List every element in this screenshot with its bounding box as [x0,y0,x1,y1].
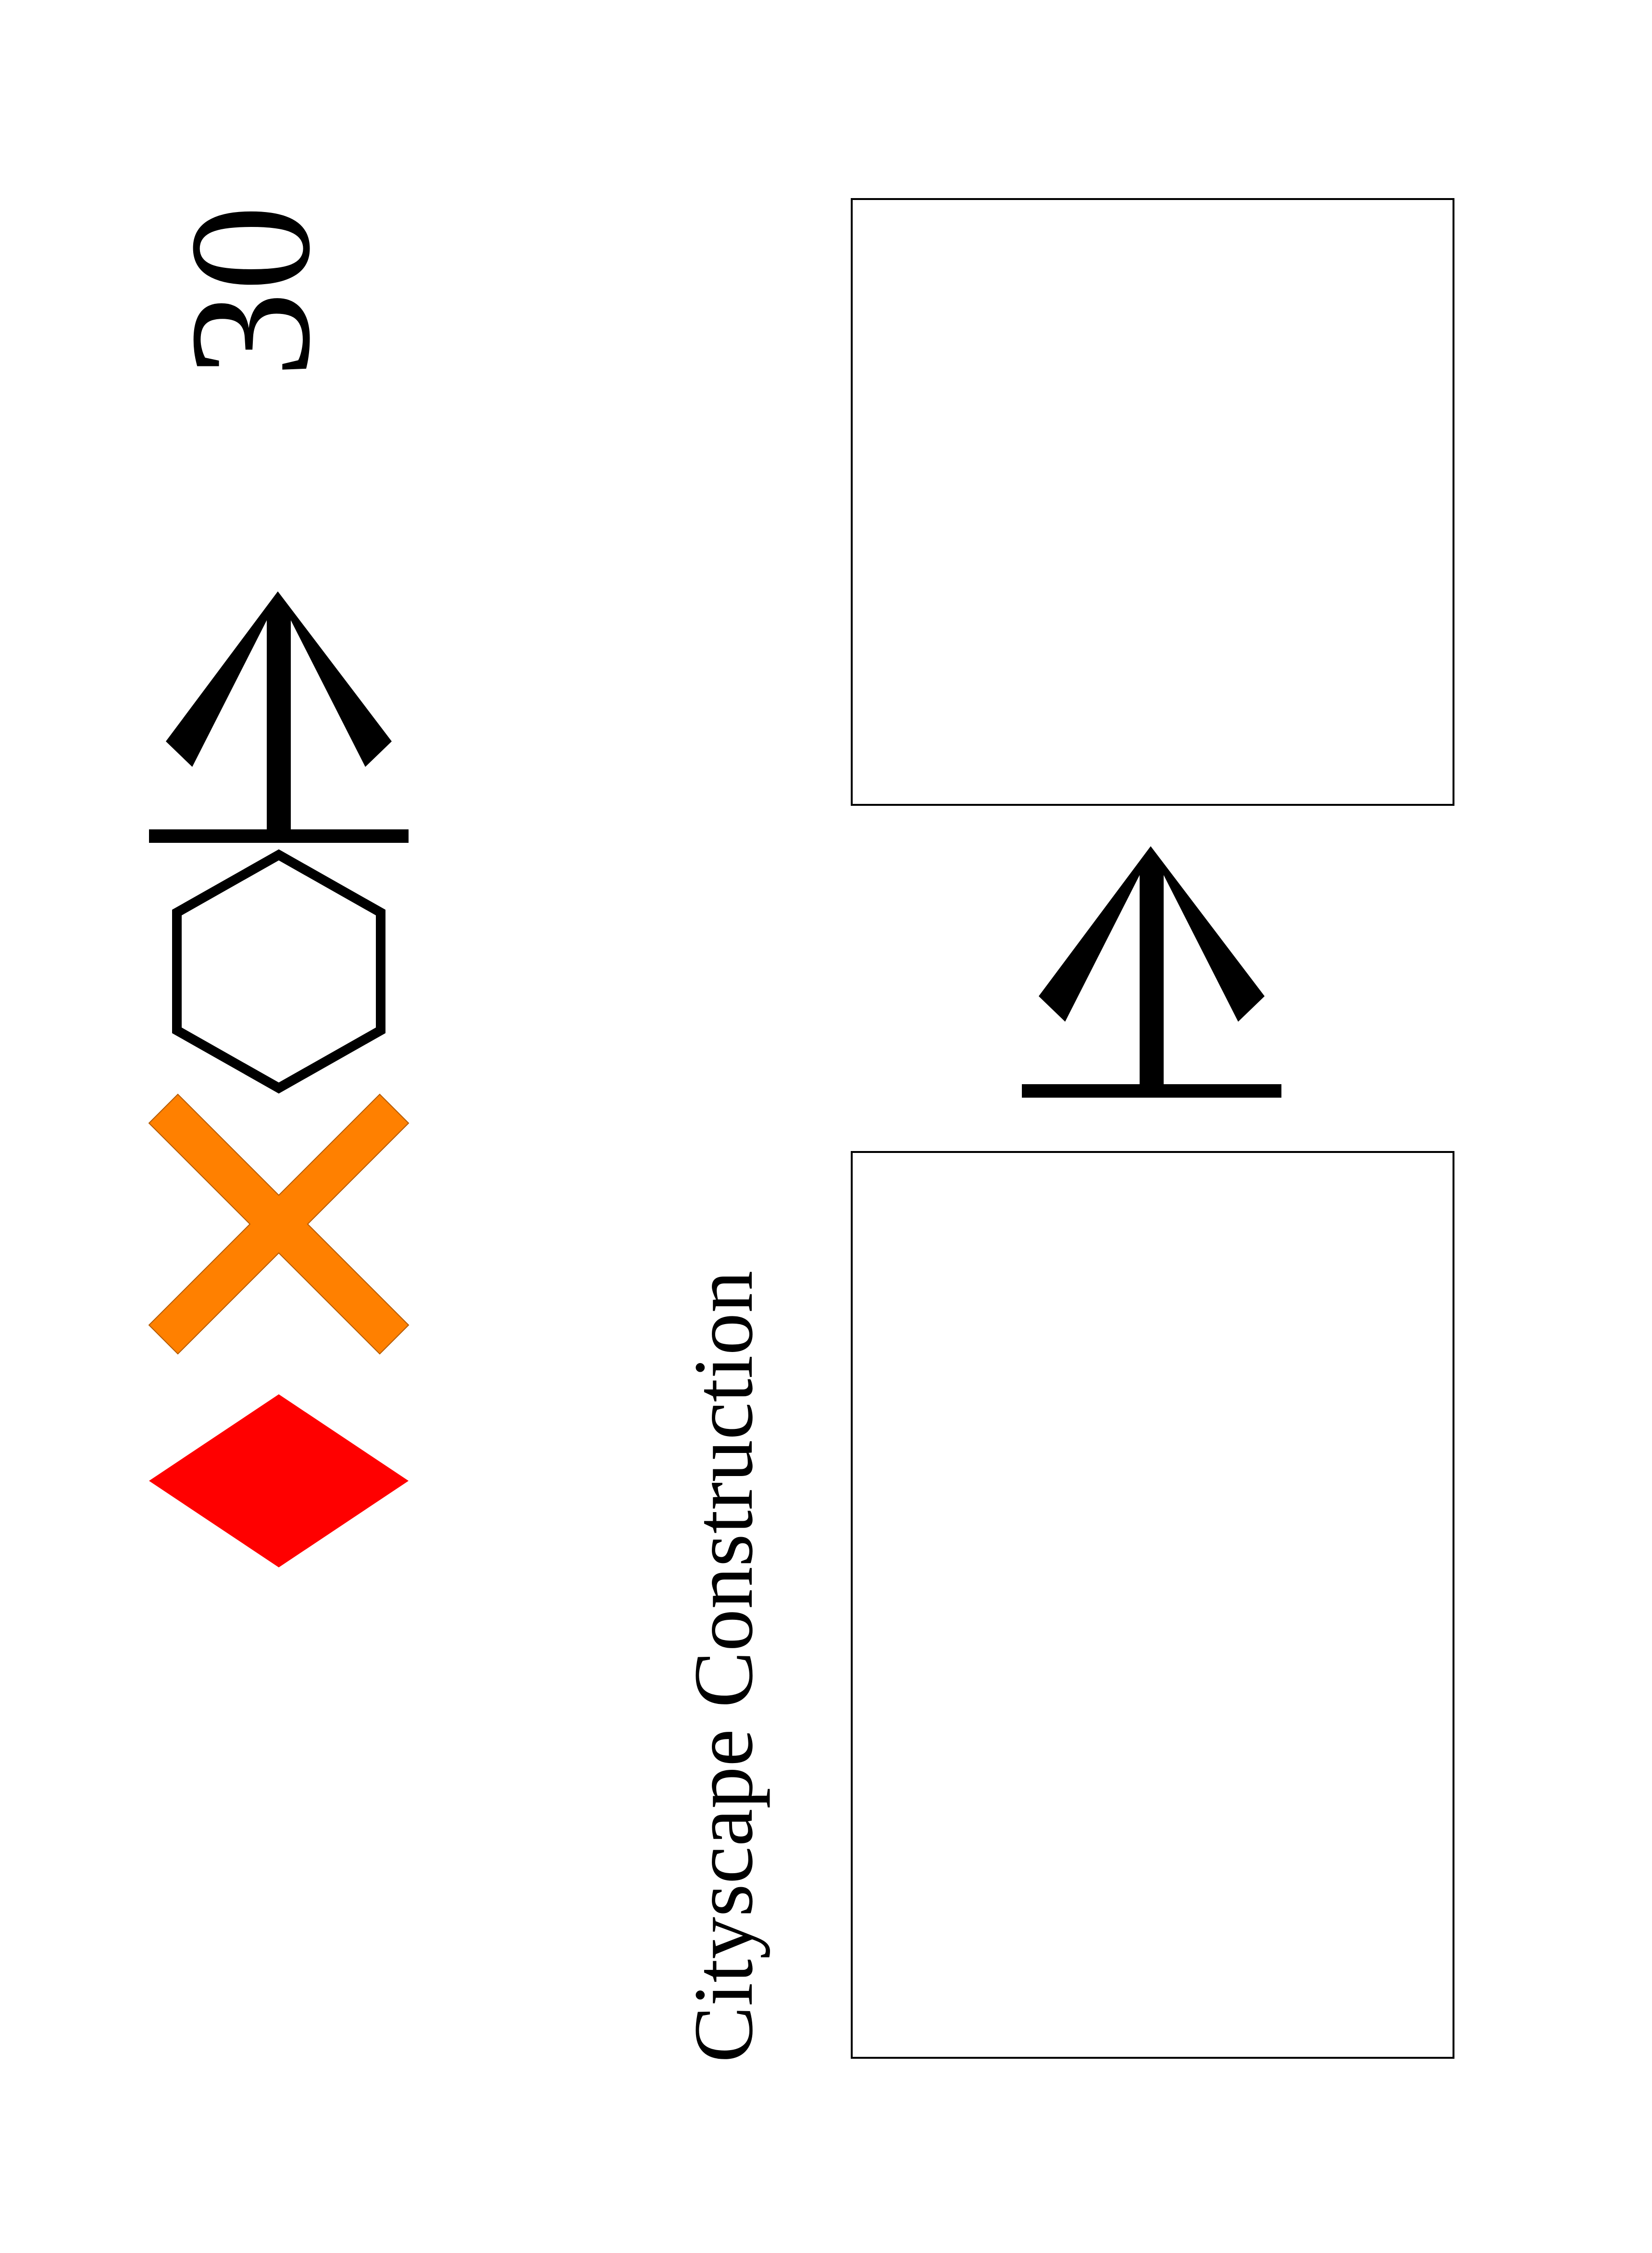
hexagon-outline-icon [172,849,385,1094]
art-frame-top [851,198,1454,806]
art-frame-bottom [851,1151,1454,2059]
up-arrow-on-baseline-icon [149,591,409,843]
cross-x-icon [148,1093,410,1355]
connector-up-arrow-icon [1022,846,1281,1098]
diamond-icon [149,1394,409,1567]
card-title: Cityscape Construction [677,1270,770,2063]
card-number: 30 [154,205,346,378]
